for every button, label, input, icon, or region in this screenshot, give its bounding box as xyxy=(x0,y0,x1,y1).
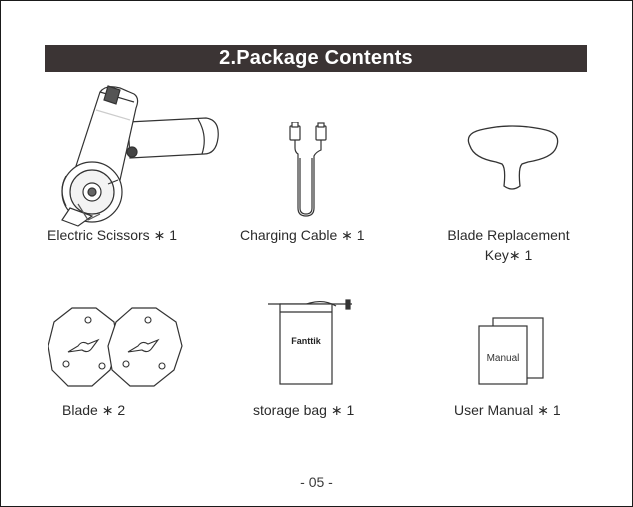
blade-replacement-key-caption-line1: Blade Replacement xyxy=(440,226,577,245)
user-manual-illustration xyxy=(475,316,547,386)
page-number: - 05 - xyxy=(0,474,633,490)
charging-cable-illustration xyxy=(282,122,332,218)
electric-scissors-illustration xyxy=(48,80,223,230)
storage-bag-caption: storage bag ∗ 1 xyxy=(253,401,354,420)
blade-replacement-key-caption-line2: Key∗ 1 xyxy=(440,246,577,265)
blade-replacement-key-illustration xyxy=(460,124,565,194)
section-header: 2.Package Contents xyxy=(45,45,587,72)
electric-scissors-caption: Electric Scissors ∗ 1 xyxy=(47,226,177,245)
blades-illustration xyxy=(48,306,188,390)
user-manual-book-text: Manual xyxy=(479,352,527,366)
charging-cable-caption: Charging Cable ∗ 1 xyxy=(240,226,365,245)
storage-bag-brand: Fanttik xyxy=(280,335,332,347)
section-title: 2.Package Contents xyxy=(219,47,413,70)
user-manual-caption: User Manual ∗ 1 xyxy=(454,401,561,420)
blade-caption: Blade ∗ 2 xyxy=(62,401,125,420)
